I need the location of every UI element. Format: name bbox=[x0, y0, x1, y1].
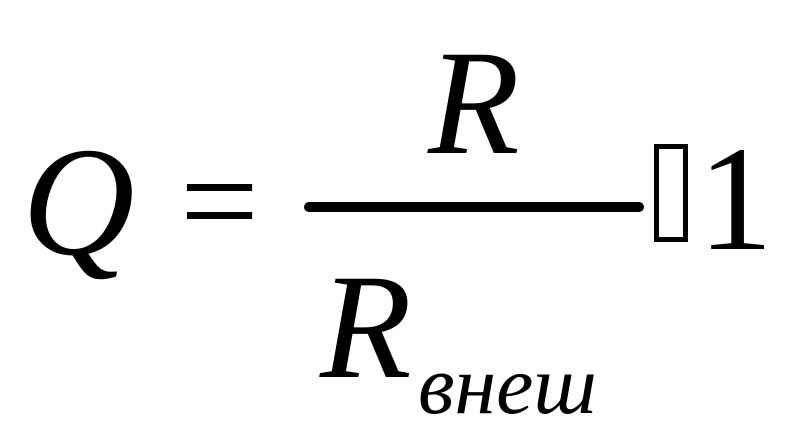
equals-sign: = bbox=[180, 124, 259, 279]
constant-term: 1 bbox=[698, 116, 773, 282]
denominator-subscript: внеш bbox=[418, 339, 597, 432]
fraction-numerator: R bbox=[428, 20, 520, 186]
missing-operator-glyph-icon bbox=[654, 144, 688, 242]
fraction-bar bbox=[304, 202, 644, 212]
lhs-variable: Q bbox=[22, 115, 135, 288]
fraction-denominator: R bbox=[320, 244, 412, 410]
